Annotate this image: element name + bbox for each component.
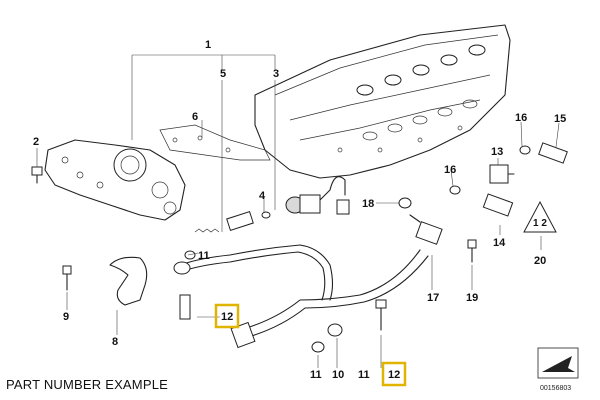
caption: PART NUMBER EXAMPLE <box>6 377 169 392</box>
callout-4: 4 <box>259 190 266 202</box>
bolt-19 <box>467 239 477 263</box>
spring <box>194 228 220 233</box>
callout-15: 15 <box>554 113 566 125</box>
callout-20: 20 <box>534 255 546 267</box>
callout-2: 2 <box>33 136 39 148</box>
callout-labels: 1 5 3 2 6 4 15 16 13 16 18 14 20 11 9 12… <box>33 39 566 381</box>
highlight-box-12-left <box>214 303 240 329</box>
bolt-10 <box>375 299 387 331</box>
callout-3: 3 <box>273 68 279 80</box>
sensor-14 <box>482 193 514 217</box>
callout-1-bracket <box>131 54 276 140</box>
callout-16-mid: 16 <box>444 164 456 176</box>
callout-13: 13 <box>491 146 503 158</box>
washer-4 <box>261 211 271 219</box>
callout-11-upper: 11 <box>198 250 210 262</box>
callout-18: 18 <box>362 198 374 210</box>
leader-lines <box>36 80 560 368</box>
callout-11-lower-b: 11 <box>358 369 370 381</box>
hollow-bolt-12 <box>179 294 191 320</box>
callout-17: 17 <box>427 292 439 304</box>
callout-16-top: 16 <box>515 112 527 124</box>
callout-8: 8 <box>112 336 118 348</box>
washer-16 <box>449 145 531 195</box>
bolt-9 <box>62 265 72 291</box>
callout-1: 1 <box>205 39 211 51</box>
fitting-17 <box>409 214 443 245</box>
callout-5: 5 <box>220 68 226 80</box>
callout-11-lower-a: 11 <box>310 369 322 381</box>
washer-11 <box>184 250 325 353</box>
sensor-15 <box>538 142 568 164</box>
callout-12-right: 12 <box>388 369 400 381</box>
highlight-box-12-right <box>381 361 407 387</box>
vanos-housing <box>44 139 186 221</box>
callout-10: 10 <box>332 369 344 381</box>
gasket <box>159 124 271 161</box>
callout-12-left: 12 <box>221 311 233 323</box>
callout-19: 19 <box>466 292 478 304</box>
piston-assembly <box>226 176 350 232</box>
oil-line-hoses <box>173 244 429 349</box>
seal-18 <box>398 197 412 209</box>
reference-code: 00156803 <box>540 385 572 392</box>
bolt-2 <box>31 166 43 184</box>
callout-6: 6 <box>192 111 198 123</box>
reference-arrow-icon <box>537 347 579 379</box>
warning-badge-text: 1 2 <box>533 218 547 229</box>
cylinder-head <box>254 24 511 179</box>
callout-14: 14 <box>493 237 506 249</box>
callout-9: 9 <box>63 311 69 323</box>
bracket <box>109 256 148 306</box>
warning-badge: 1 2 <box>523 200 557 233</box>
sensor-13 <box>489 164 515 184</box>
gasket-bolt-holes <box>172 135 231 153</box>
